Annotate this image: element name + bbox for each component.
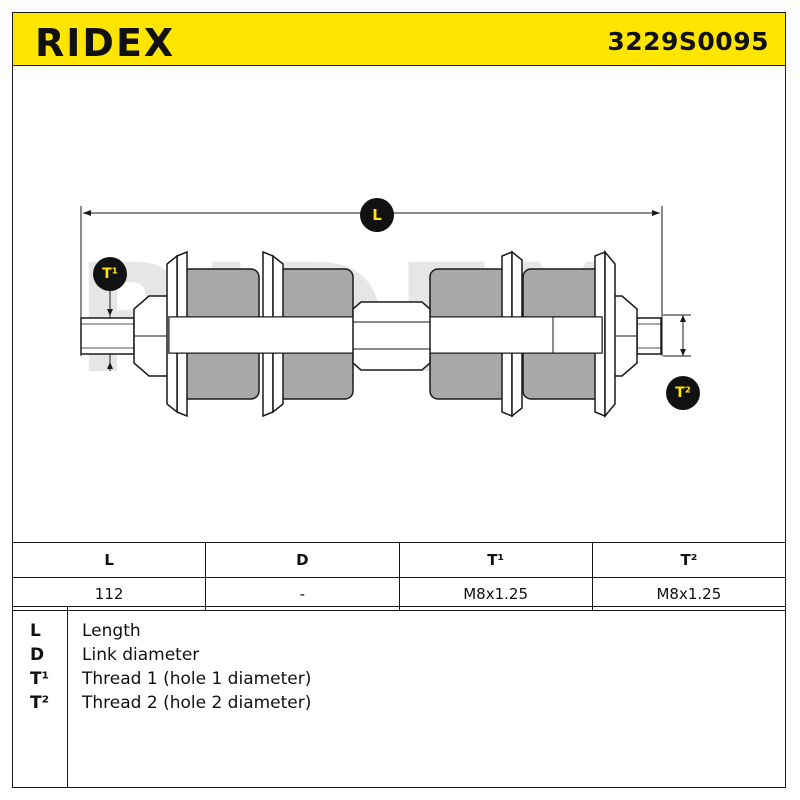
- thread1-arrow-bottom: [107, 362, 113, 369]
- brand-logo-text: RIDEX: [35, 21, 175, 63]
- spec-table: L D T¹ T² 112 - M8x1.25 M8x1.25: [11, 542, 787, 611]
- thread1-arrow-top: [107, 309, 113, 316]
- spec-col-length: L: [11, 542, 207, 578]
- spec-table-value-row: 112 - M8x1.25 M8x1.25: [11, 577, 787, 611]
- brand-logo: RIDEX: [35, 21, 175, 63]
- header-bar: RIDEX 3229S0095: [12, 12, 786, 66]
- content-frame: [12, 65, 786, 788]
- legend-key: T¹: [30, 669, 50, 689]
- thread-end-right: [636, 317, 662, 355]
- legend-item: L Length: [12, 621, 786, 645]
- legend-item: T² Thread 2 (hole 2 diameter): [12, 693, 786, 717]
- thread1-label-badge: [93, 257, 127, 291]
- legend-key: D: [30, 645, 45, 665]
- spec-col-thread2: T²: [591, 542, 787, 578]
- length-label-badge: [360, 198, 394, 232]
- length-label: L: [372, 206, 382, 224]
- spec-col-diameter: D: [205, 542, 400, 578]
- length-dimension: L: [80, 198, 663, 356]
- thread2-arrow-bottom: [680, 349, 686, 356]
- legend: L Length D Link diameter T¹ Thread 1 (ho…: [12, 606, 786, 788]
- technical-drawing: RIDEX L T¹ T²: [75, 198, 700, 419]
- spec-value-thread2: M8x1.25: [591, 577, 787, 611]
- legend-description: Link diameter: [82, 645, 200, 665]
- thread2-label: T²: [675, 385, 691, 401]
- length-arrow-left: [83, 210, 91, 216]
- legend-key: L: [30, 621, 41, 641]
- thread1-dimension: T¹: [93, 257, 127, 371]
- length-arrow-right: [652, 210, 660, 216]
- legend-description: Thread 1 (hole 1 diameter): [82, 669, 312, 689]
- thread2-arrow-top: [680, 315, 686, 322]
- legend-key: T²: [30, 693, 50, 713]
- hex-connector: [352, 301, 431, 371]
- thread2-label-badge: [666, 376, 700, 410]
- legend-divider: [67, 607, 68, 787]
- spec-table-header-row: L D T¹ T²: [11, 542, 787, 578]
- legend-description: Length: [82, 621, 141, 641]
- legend-description: Thread 2 (hole 2 diameter): [82, 693, 312, 713]
- spec-value-thread1: M8x1.25: [398, 577, 593, 611]
- spec-col-thread1: T¹: [398, 542, 593, 578]
- legend-item: D Link diameter: [12, 645, 786, 669]
- legend-item: T¹ Thread 1 (hole 1 diameter): [12, 669, 786, 693]
- spec-value-length: 112: [11, 577, 207, 611]
- thread1-label: T¹: [102, 266, 118, 282]
- thread2-dimension: T²: [663, 314, 700, 410]
- thread-end-left: [80, 317, 135, 355]
- washer-4-rim: [604, 249, 616, 419]
- part-number: 3229S0095: [607, 27, 769, 56]
